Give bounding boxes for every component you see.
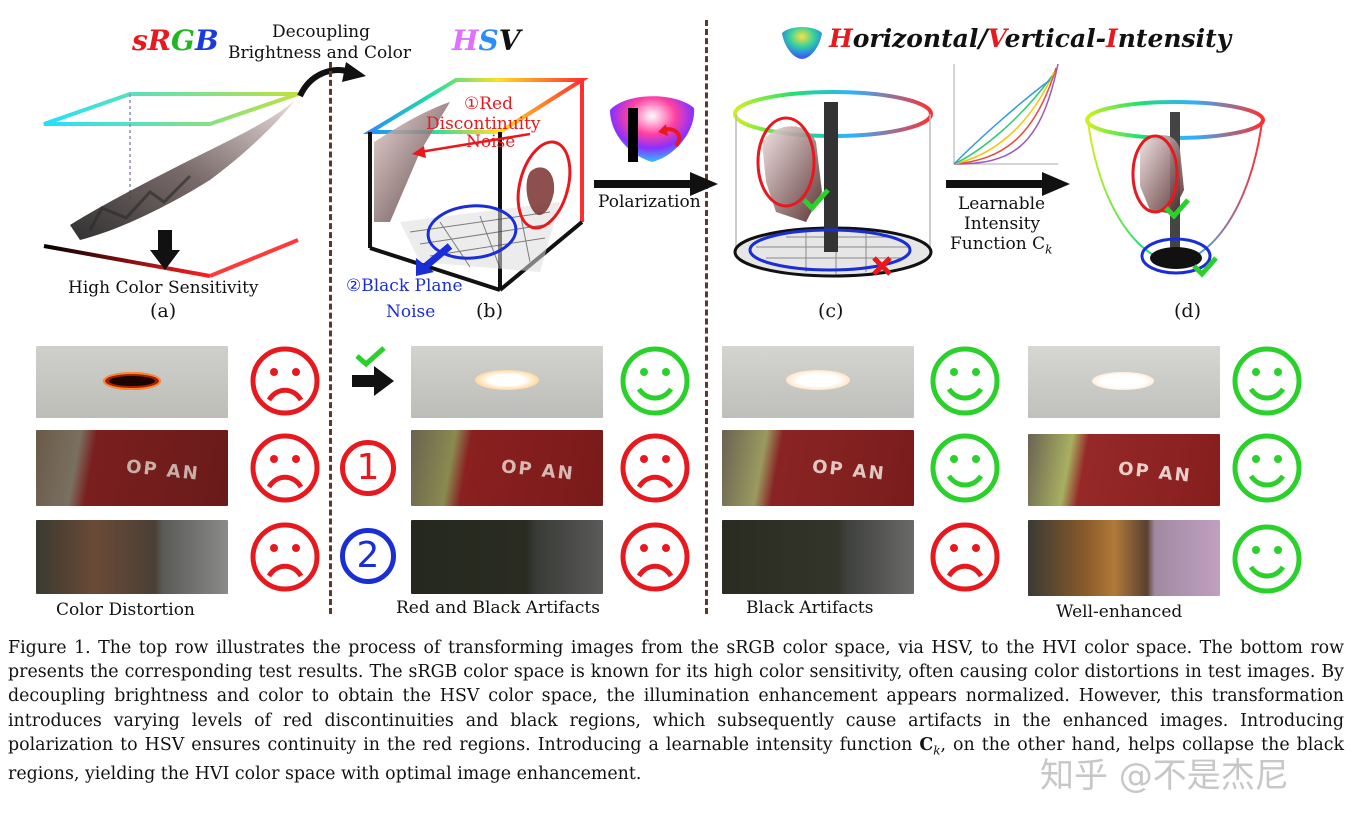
happy-face-icon — [930, 346, 1000, 416]
panel-d-sublabel: (d) — [1174, 300, 1201, 322]
happy-face-icon — [930, 433, 1000, 503]
marker-two: 2 — [340, 528, 396, 584]
cylinder-figure — [733, 90, 933, 278]
hsv-title-s: S — [478, 24, 499, 57]
hvi-cone-icon — [782, 26, 822, 59]
hsv-title-h: H — [452, 24, 479, 57]
sad-face-icon — [620, 433, 690, 503]
sign-text: OP AN — [500, 456, 576, 485]
hvi-title-part3: ntensity — [1117, 24, 1232, 53]
intensity-curves-icon — [953, 63, 1059, 165]
sad-face-icon — [930, 522, 1000, 592]
thumb-col3-row2: OP AN — [722, 430, 914, 506]
decoupling-label-1: Decoupling — [272, 22, 370, 42]
marker-two-text: 2 — [356, 535, 380, 576]
hsv-cube-figure — [362, 78, 589, 292]
red-noise-label-2: Discontinuity — [426, 114, 541, 134]
red-noise-label-3: Noise — [466, 132, 516, 152]
light-glow — [475, 370, 539, 390]
thumb-col2-row1 — [411, 346, 603, 418]
thumb-col2-row2: OP AN — [411, 430, 603, 506]
learnable-label-3-main: Function C — [950, 234, 1046, 254]
learnable-label-1: Learnable — [958, 194, 1046, 214]
thumb-col4-row1 — [1028, 346, 1220, 418]
panel-a-sublabel: (a) — [150, 300, 177, 322]
learnable-label-2: Intensity — [964, 214, 1041, 234]
label-red-black-artifacts: Red and Black Artifacts — [396, 598, 600, 618]
caption-bold-k: k — [933, 743, 941, 758]
polarization-cone-icon — [610, 96, 695, 162]
right-arrow-icon — [352, 366, 394, 396]
srgb-title-r: R — [147, 24, 172, 57]
hvi-title-part1: orizontal/ — [852, 24, 988, 53]
learnable-arrow-icon — [946, 172, 1070, 196]
happy-face-icon — [1232, 524, 1302, 594]
thumb-col1-row3 — [36, 520, 228, 594]
sign-text: OP AN — [811, 456, 887, 485]
decoupling-arrow-icon — [297, 62, 366, 98]
hvi-title-v: V — [987, 24, 1005, 53]
hvi-title-h: H — [829, 24, 853, 53]
thumb-col4-row2: OP AN — [1028, 434, 1220, 506]
happy-face-icon — [1232, 433, 1302, 503]
happy-face-icon — [1232, 346, 1302, 416]
hvi-title-i: I — [1106, 24, 1118, 53]
label-black-artifacts: Black Artifacts — [746, 598, 874, 618]
decoupling-label-2: Brightness and Color — [228, 43, 411, 63]
panel-c-sublabel: (c) — [818, 300, 844, 322]
caption-text-1: Figure 1. The top row illustrates the pr… — [8, 638, 1344, 755]
sad-face-icon — [620, 522, 690, 592]
thumb-col1-row2: OP AN — [36, 430, 228, 506]
label-well-enhanced: Well-enhanced — [1056, 602, 1183, 622]
light-glow — [786, 370, 850, 390]
panel-b-title: HSV — [452, 24, 520, 57]
black-noise-label-1: ②Black Plane — [346, 276, 463, 296]
light-core — [109, 376, 155, 386]
check-icon — [355, 346, 386, 368]
thumb-col2-row3 — [411, 520, 603, 594]
light-glow — [1092, 372, 1154, 390]
panel-a-label: High Color Sensitivity — [68, 278, 259, 298]
hvi-title-part2: ertical- — [1004, 24, 1107, 53]
hvi-bowl-figure — [1085, 100, 1265, 278]
polarization-label: Polarization — [598, 192, 701, 212]
figure-caption: Figure 1. The top row illustrates the pr… — [8, 636, 1344, 787]
black-noise-label-2: Noise — [386, 302, 436, 322]
srgb-title-g: G — [171, 24, 195, 57]
sad-face-icon — [250, 433, 320, 503]
separator-2 — [705, 20, 708, 614]
happy-face-icon — [620, 346, 690, 416]
marker-one: 1 — [340, 440, 396, 496]
srgb-title-s: s — [132, 24, 148, 57]
thumb-col3-row1 — [722, 346, 914, 418]
srgb-cube-figure — [42, 92, 300, 278]
panel-b-sublabel: (b) — [476, 300, 503, 322]
thumb-col4-row3 — [1028, 520, 1220, 596]
hsv-title-v: V — [498, 24, 521, 57]
thumb-col3-row3 — [722, 520, 914, 594]
panel-d-title: Horizontal/Vertical-Intensity — [780, 24, 1231, 61]
sad-face-icon — [250, 522, 320, 592]
caption-bold-c: C — [919, 734, 934, 755]
learnable-label-3-sub: k — [1045, 242, 1053, 257]
label-color-distortion: Color Distortion — [56, 600, 195, 620]
sad-face-icon — [250, 346, 320, 416]
thumb-col1-row1 — [36, 346, 228, 418]
separator-1 — [329, 62, 332, 614]
watermark: 知乎 @不是杰尼 — [1040, 756, 1289, 796]
caption-text-2: , on the other hand, helps collapse the … — [8, 734, 1345, 785]
polarization-arrow-icon — [594, 172, 718, 196]
marker-one-text: 1 — [356, 447, 380, 488]
srgb-title-b: B — [194, 24, 219, 57]
red-noise-label-1: ①Red — [464, 94, 513, 114]
sign-text: OP AN — [1117, 458, 1193, 487]
panel-a-title: sRGB — [132, 24, 219, 57]
sign-text: OP AN — [125, 456, 201, 485]
learnable-label-3: Function Ck — [950, 234, 1052, 256]
